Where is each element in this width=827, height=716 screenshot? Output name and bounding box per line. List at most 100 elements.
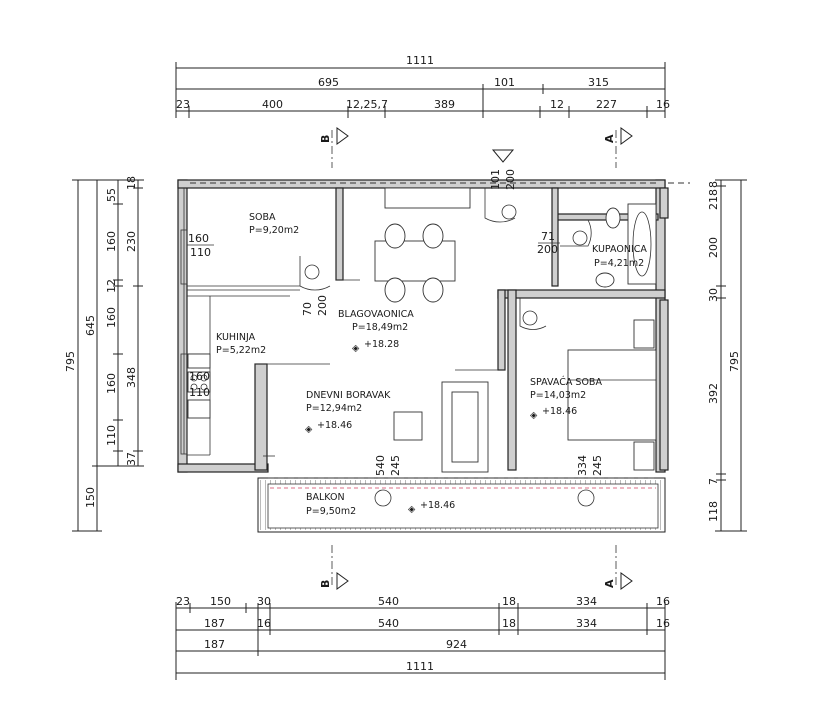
opening-entry-door-w: 101 bbox=[489, 169, 502, 190]
section-markers: B A B A bbox=[319, 127, 633, 590]
dim-left-160a: 160 bbox=[105, 231, 118, 252]
room-spavaca-area: P=14,03m2 bbox=[530, 390, 586, 401]
dim-right-218: 218 bbox=[707, 189, 720, 210]
sink bbox=[595, 272, 615, 288]
dim-bot2-16: 16 bbox=[257, 617, 271, 630]
dining-chair bbox=[384, 277, 406, 303]
dim-top-12: 12 bbox=[550, 98, 564, 111]
room-balkon-area: P=9,50m2 bbox=[306, 506, 356, 517]
opening-soba-door-w: 70 bbox=[301, 302, 314, 316]
room-kuhinja-area: P=5,22m2 bbox=[216, 345, 266, 356]
dim-right-392: 392 bbox=[707, 383, 720, 404]
kitchen-sink bbox=[187, 399, 211, 419]
dim-left-230: 230 bbox=[125, 231, 138, 252]
room-dnevni-area: P=12,94m2 bbox=[306, 403, 362, 414]
dim-bot-16: 16 bbox=[656, 595, 670, 608]
dim-top-315: 315 bbox=[588, 76, 609, 89]
section-a-top-arrow-icon bbox=[620, 127, 633, 145]
room-spavaca-name: SPAVAĆA SOBA bbox=[530, 376, 602, 388]
dim-right-795: 795 bbox=[728, 351, 741, 372]
dim-left-18: 18 bbox=[125, 176, 138, 190]
counter bbox=[384, 187, 471, 209]
dim-bot3-924: 924 bbox=[446, 638, 467, 651]
right-dimensions: 8 218 200 30 392 7 118 795 bbox=[707, 179, 747, 532]
bed bbox=[567, 349, 657, 441]
opening-soba-window-w: 160 bbox=[188, 232, 209, 245]
dim-bot-30: 30 bbox=[257, 595, 271, 608]
dim-left-160b: 160 bbox=[105, 307, 118, 328]
dim-left-160c: 160 bbox=[105, 373, 118, 394]
dim-bot-18: 18 bbox=[502, 595, 516, 608]
room-spavaca-level: +18.46 bbox=[542, 406, 577, 417]
dim-right-118: 118 bbox=[707, 501, 720, 522]
dim-right-30: 30 bbox=[707, 288, 720, 302]
section-a-bottom-arrow-icon bbox=[620, 572, 633, 590]
walls bbox=[177, 179, 669, 473]
nightstand bbox=[633, 441, 655, 471]
dim-top-389: 389 bbox=[434, 98, 455, 111]
dim-left-37: 37 bbox=[125, 452, 138, 466]
section-a-bottom-label: A bbox=[603, 579, 616, 588]
dim-right-7: 7 bbox=[707, 478, 720, 485]
opening-kitchen-window-w: 160 bbox=[189, 370, 210, 383]
dim-top-695: 695 bbox=[318, 76, 339, 89]
dim-bot-150: 150 bbox=[210, 595, 231, 608]
room-labels: SOBA P=9,20m2 BLAGOVAONICA P=18,49m2 ◈ +… bbox=[216, 212, 647, 517]
dim-right-200: 200 bbox=[707, 237, 720, 258]
dim-top-12-25-7: 12,25,7 bbox=[346, 98, 388, 111]
opening-balcony-door-2-w: 334 bbox=[576, 455, 589, 476]
dim-bot3-187: 187 bbox=[204, 638, 225, 651]
left-dimensions: 795 645 150 55 18 230 160 12 160 348 160… bbox=[64, 176, 144, 532]
room-blagovaonica-name: BLAGOVAONICA bbox=[338, 309, 414, 320]
dining-chair bbox=[422, 223, 444, 249]
room-kupaonica-area: P=4,21m2 bbox=[594, 258, 644, 269]
room-balkon-name: BALKON bbox=[306, 492, 345, 503]
dim-bot-540: 540 bbox=[378, 595, 399, 608]
dim-left-150: 150 bbox=[84, 487, 97, 508]
section-b-bottom-arrow-icon bbox=[336, 572, 349, 590]
dim-right-8: 8 bbox=[707, 181, 720, 188]
section-b-top-arrow-icon bbox=[336, 127, 349, 145]
dim-bot2-18: 18 bbox=[502, 617, 516, 630]
dim-bot-23: 23 bbox=[176, 595, 190, 608]
room-blagovaonica-level: +18.28 bbox=[364, 339, 399, 350]
coffee-table bbox=[393, 411, 423, 441]
dim-bot-total: 1111 bbox=[406, 660, 434, 673]
room-dnevni-level: +18.46 bbox=[317, 420, 352, 431]
dim-top-101: 101 bbox=[494, 76, 515, 89]
dim-top-16: 16 bbox=[656, 98, 670, 111]
room-soba-name: SOBA bbox=[249, 212, 276, 223]
level-marker-icon: ◈ bbox=[352, 343, 360, 354]
section-b-bottom-label: B bbox=[319, 580, 332, 588]
toilet bbox=[605, 207, 621, 229]
opening-balcony-door-1-w: 540 bbox=[374, 455, 387, 476]
level-marker-icon: ◈ bbox=[305, 424, 313, 435]
dining-chair bbox=[384, 223, 406, 249]
furniture bbox=[187, 187, 657, 473]
dim-bot-334: 334 bbox=[576, 595, 597, 608]
doors bbox=[299, 188, 592, 330]
dim-left-348: 348 bbox=[125, 367, 138, 388]
kitchen-stove bbox=[187, 371, 211, 393]
section-b-top-label: B bbox=[319, 135, 332, 143]
dim-top-400: 400 bbox=[262, 98, 283, 111]
dining-table bbox=[374, 240, 456, 282]
top-dimensions: 1111 695 101 315 23 400 12,25,7 389 12 2… bbox=[175, 54, 670, 118]
dim-bot2-334: 334 bbox=[576, 617, 597, 630]
opening-labels: 160 110 70 200 101 200 71 200 160 110 54… bbox=[187, 169, 604, 476]
windows bbox=[180, 182, 690, 455]
room-dnevni-name: DNEVNI BORAVAK bbox=[306, 390, 391, 401]
opening-kitchen-window-h: 110 bbox=[189, 386, 210, 399]
sofa-seat bbox=[451, 391, 479, 463]
dim-left-645: 645 bbox=[84, 315, 97, 336]
room-kuhinja-name: KUHINJA bbox=[216, 332, 256, 343]
level-marker-icon: ◈ bbox=[530, 410, 538, 421]
dim-left-795: 795 bbox=[64, 351, 77, 372]
entrance-arrow-icon bbox=[491, 149, 515, 163]
room-blagovaonica-area: P=18,49m2 bbox=[352, 322, 408, 333]
opening-bath-door-h: 200 bbox=[537, 243, 558, 256]
opening-bath-door-w: 71 bbox=[541, 230, 555, 243]
dim-bot2-540: 540 bbox=[378, 617, 399, 630]
partitions bbox=[187, 279, 498, 457]
